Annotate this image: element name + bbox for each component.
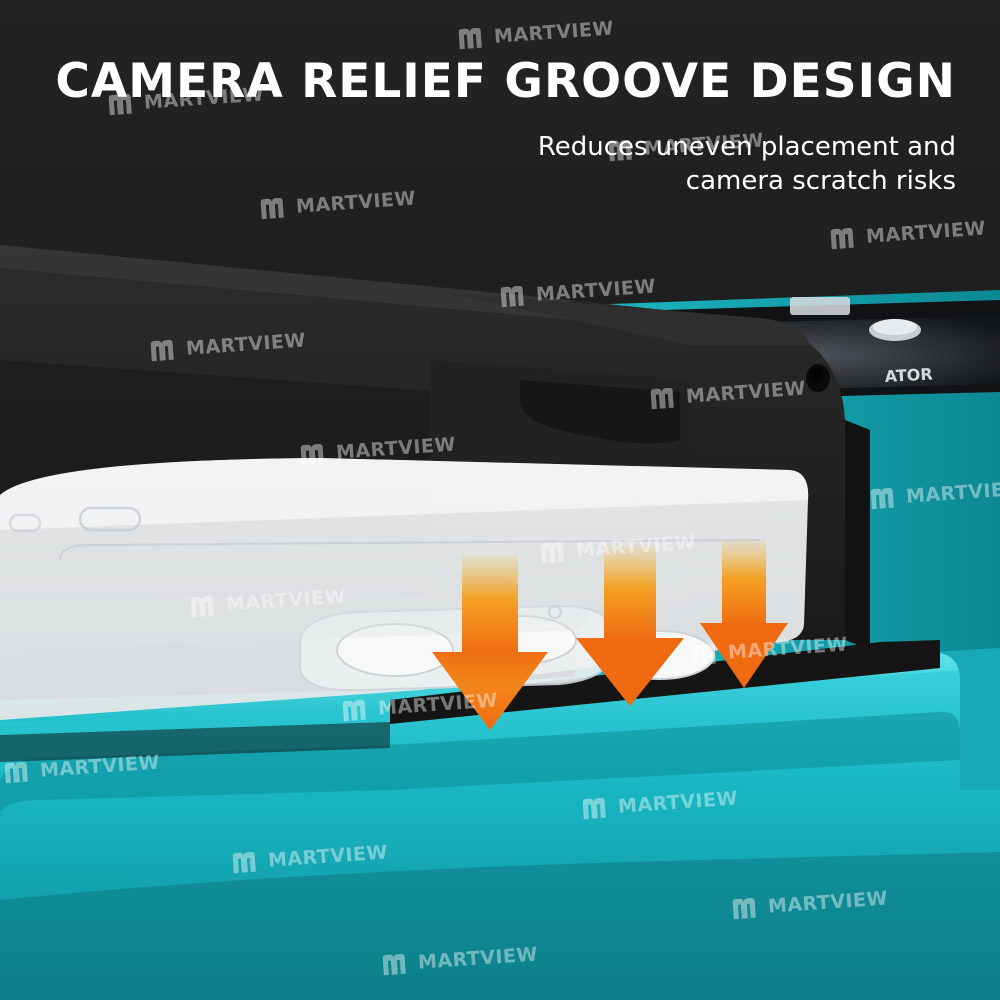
tray-base <box>0 648 1000 1000</box>
watermark-text: MARTVIEW <box>727 633 849 664</box>
m-logo-icon <box>342 699 366 722</box>
headline: CAMERA RELIEF GROOVE DESIGN <box>55 54 956 109</box>
watermark-text: MARTVIEW <box>575 531 697 562</box>
m-logo-icon <box>500 285 524 308</box>
watermark-text: MARTVIEW <box>335 433 457 464</box>
watermark-text: MARTVIEW <box>767 887 889 918</box>
subheadline-line-1: Reduces uneven placement and <box>537 132 956 162</box>
watermark-text: MARTVIEW <box>905 477 1000 508</box>
m-logo-icon <box>190 595 214 618</box>
watermark-text: MARTVIEW <box>185 329 307 360</box>
watermark: MARTVIEW <box>825 212 987 255</box>
m-logo-icon <box>582 797 606 820</box>
subheadline: Reduces uneven placement and camera scra… <box>436 130 956 198</box>
watermark: MARTVIEW <box>645 372 807 415</box>
watermark-text: MARTVIEW <box>685 377 807 408</box>
panel-label: ATOR <box>884 365 933 386</box>
m-logo-icon <box>870 487 894 510</box>
m-logo-icon <box>458 27 482 50</box>
watermark: MARTVIEW <box>145 324 307 367</box>
groove-cavity <box>390 640 940 724</box>
watermark: MARTVIEW <box>377 938 539 981</box>
m-logo-icon <box>232 851 256 874</box>
m-logo-icon <box>4 761 28 784</box>
m-logo-icon <box>150 339 174 362</box>
watermark-text: MARTVIEW <box>377 689 499 720</box>
watermark-text: MARTVIEW <box>493 17 615 48</box>
watermark: MARTVIEW <box>453 12 615 55</box>
m-logo-icon <box>830 227 854 250</box>
watermark: MARTVIEW <box>687 628 849 671</box>
watermark: MARTVIEW <box>295 428 457 471</box>
watermark: MARTVIEW <box>727 882 889 925</box>
arrow-down-icon <box>432 555 548 730</box>
m-logo-icon <box>260 197 284 220</box>
watermark: MARTVIEW <box>0 746 161 789</box>
m-logo-icon <box>108 93 132 116</box>
watermark: MARTVIEW <box>337 684 499 727</box>
m-logo-icon <box>300 443 324 466</box>
watermark-text: MARTVIEW <box>417 943 539 974</box>
watermark-text: MARTVIEW <box>225 585 347 616</box>
m-logo-icon <box>732 897 756 920</box>
watermark-text: MARTVIEW <box>617 787 739 818</box>
watermark-text: MARTVIEW <box>535 275 657 306</box>
m-logo-icon <box>650 387 674 410</box>
watermark: MARTVIEW <box>535 526 697 569</box>
subheadline-line-2: camera scratch risks <box>685 166 956 196</box>
arrow-down-icon <box>700 540 788 688</box>
watermark-text: MARTVIEW <box>39 751 161 782</box>
watermark: MARTVIEW <box>255 182 417 225</box>
watermark: MARTVIEW <box>577 782 739 825</box>
m-logo-icon <box>692 643 716 666</box>
watermark: MARTVIEW <box>865 472 1000 515</box>
watermark-text: MARTVIEW <box>267 841 389 872</box>
watermark: MARTVIEW <box>603 124 765 167</box>
m-logo-icon <box>540 541 564 564</box>
watermark: MARTVIEW <box>227 836 389 879</box>
m-logo-icon <box>382 953 406 976</box>
arrow-down-icon <box>576 545 684 706</box>
watermark-text: MARTVIEW <box>295 187 417 218</box>
watermark: MARTVIEW <box>103 78 265 121</box>
watermark-text: MARTVIEW <box>865 217 987 248</box>
watermark: MARTVIEW <box>185 580 347 623</box>
watermark: MARTVIEW <box>495 270 657 313</box>
m-logo-icon <box>608 139 632 162</box>
